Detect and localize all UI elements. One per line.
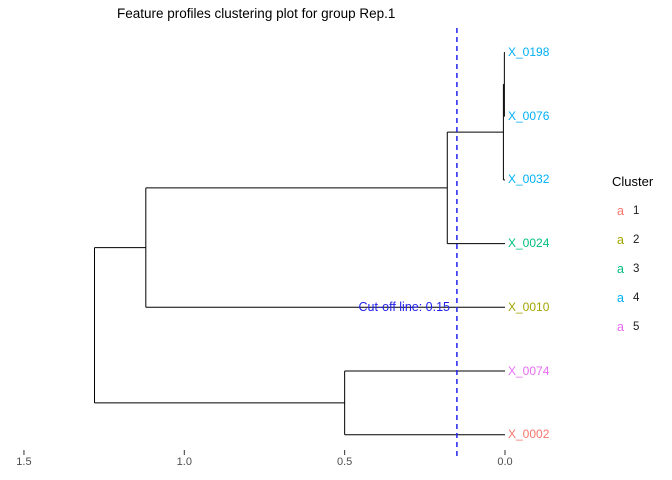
legend-item-label: 2 (633, 233, 640, 246)
legend-item-label: 1 (633, 204, 640, 217)
plot-title: Feature profiles clustering plot for gro… (117, 6, 396, 21)
legend-key-glyph: a (617, 261, 624, 276)
legend-title: Cluster (612, 174, 654, 189)
axis-tick-label: 0.5 (336, 456, 353, 468)
axis-tick-label: 1.5 (16, 456, 32, 468)
leaf-label: X_0198 (508, 45, 550, 59)
leaf-label: X_0076 (508, 108, 550, 123)
axis-tick-label: 0.0 (497, 456, 513, 468)
leaf-label: X_0010 (508, 299, 550, 314)
leaf-label: X_0002 (508, 427, 550, 442)
legend-item-label: 3 (633, 262, 640, 275)
legend-key-glyph: a (617, 290, 624, 305)
legend-item-label: 4 (633, 291, 640, 304)
legend-key-glyph: a (617, 319, 624, 334)
legend-key-glyph: a (617, 232, 624, 247)
legend-item-label: 5 (633, 320, 640, 333)
leaf-label: X_0032 (508, 172, 550, 187)
legend-key-glyph: a (617, 203, 624, 218)
cutoff-label: Cut-off line: 0.15 (358, 299, 451, 314)
axis-tick-label: 1.0 (176, 456, 192, 468)
leaf-label: X_0074 (508, 363, 550, 378)
leaf-label: X_0024 (508, 236, 550, 251)
